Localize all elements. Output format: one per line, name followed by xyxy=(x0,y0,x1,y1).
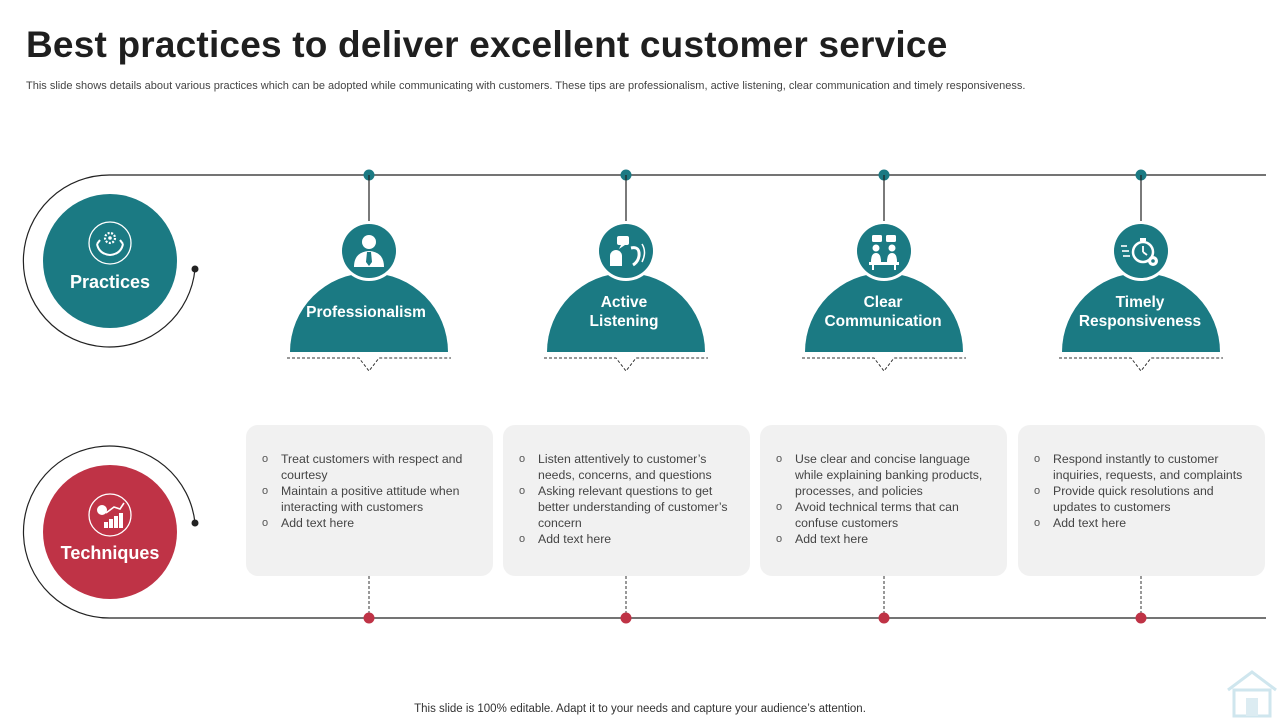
dashed-pointer xyxy=(1059,357,1223,372)
dashed-pointer xyxy=(287,357,451,372)
slide-subtitle: This slide shows details about various p… xyxy=(26,80,1026,92)
slide-footer: This slide is 100% editable. Adapt it to… xyxy=(414,703,866,715)
techniques-dot-timely-responsiveness xyxy=(1135,612,1147,624)
tips-card-active-listening: Listen attentively to customer’s needs, … xyxy=(503,425,750,576)
tip-item: Add text here xyxy=(776,531,993,547)
practice-label-professionalism: Professionalism xyxy=(306,304,426,321)
tip-item: Use clear and concise language while exp… xyxy=(776,451,993,499)
tip-item: Asking relevant questions to get better … xyxy=(519,483,736,531)
icon-badge-clear-communication xyxy=(857,224,911,278)
tip-item: Listen attentively to customer’s needs, … xyxy=(519,451,736,483)
tip-item: Add text here xyxy=(262,515,479,531)
fast-stopwatch-icon xyxy=(1121,238,1158,266)
techniques-connector-line xyxy=(22,445,1266,619)
dome-active-listening xyxy=(547,273,705,352)
dome-clear-communication xyxy=(805,273,963,352)
businessman-icon xyxy=(354,235,384,267)
conversation-icon xyxy=(869,235,899,270)
techniques-dot-professionalism xyxy=(363,612,375,624)
hub-icon-ring xyxy=(88,493,132,537)
techniques-arc-end-dot xyxy=(191,519,199,527)
hub-practices-circle xyxy=(43,194,177,328)
tip-item: Treat customers with respect and courtes… xyxy=(262,451,479,483)
hands-gear-icon xyxy=(96,231,124,257)
practices-arc-end-dot xyxy=(191,265,199,273)
techniques-dot-clear-communication xyxy=(878,612,890,624)
growth-chart-icon xyxy=(97,502,125,528)
tip-item: Add text here xyxy=(1034,515,1251,531)
tips-card-professionalism: Treat customers with respect and courtes… xyxy=(246,425,493,576)
tips-card-timely-responsiveness: Respond instantly to customer inquiries,… xyxy=(1018,425,1265,576)
tips-card-clear-communication: Use clear and concise language while exp… xyxy=(760,425,1007,576)
listening-ear-icon xyxy=(610,236,646,267)
tip-item: Maintain a positive attitude when intera… xyxy=(262,483,479,515)
dashed-pointer xyxy=(802,357,966,372)
dashed-pointer xyxy=(544,357,708,372)
techniques-dot-active-listening xyxy=(620,612,632,624)
hub-practices-label: Practices xyxy=(69,272,151,292)
tip-item: Provide quick resolutions and updates to… xyxy=(1034,483,1251,515)
hub-techniques-circle xyxy=(43,465,177,599)
dome-professionalism xyxy=(290,273,448,352)
home-logo-icon xyxy=(1227,670,1277,718)
tip-item: Avoid technical terms that can confuse c… xyxy=(776,499,993,531)
tip-item: Respond instantly to customer inquiries,… xyxy=(1034,451,1251,483)
tip-item: Add text here xyxy=(519,531,736,547)
hub-icon-ring xyxy=(88,221,132,265)
practices-connector-line xyxy=(22,174,1266,348)
hub-techniques-label: Techniques xyxy=(60,543,160,563)
dome-timely-responsiveness xyxy=(1062,273,1220,352)
slide-title: Best practices to deliver excellent cust… xyxy=(26,24,948,65)
